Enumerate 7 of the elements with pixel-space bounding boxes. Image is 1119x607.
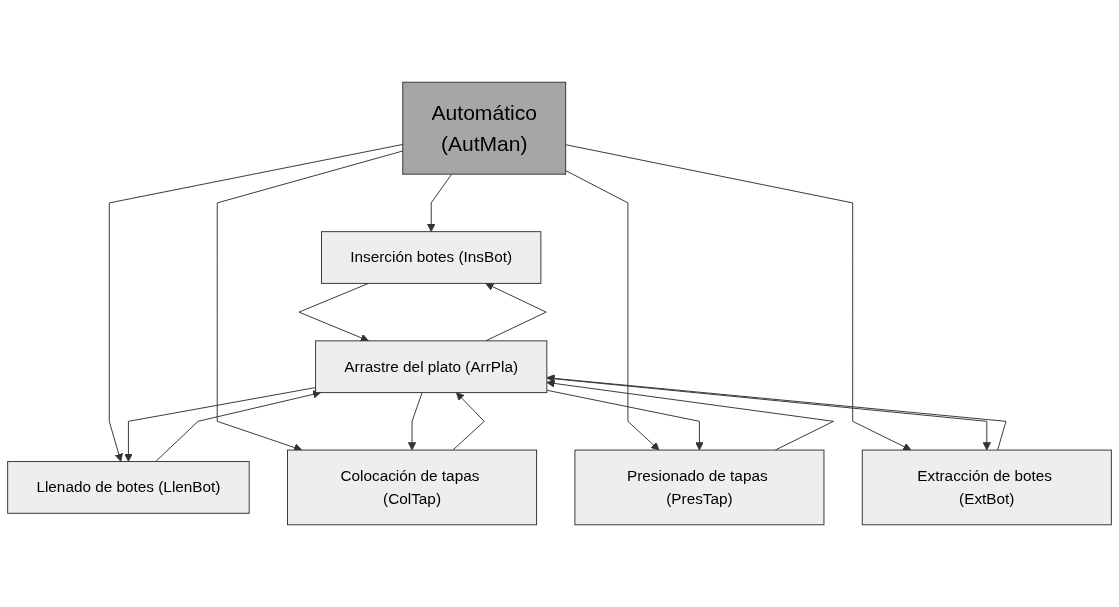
node-box: Presionado de tapas (PresTap) — [574, 449, 825, 526]
node-box: Llenado de botes (LlenBot) — [7, 461, 250, 514]
node-box: Colocación de tapas (ColTap) — [287, 449, 538, 526]
node-box: Extracción de botes (ExtBot) — [861, 449, 1112, 526]
node-box: Inserción botes (InsBot) — [321, 231, 542, 284]
node-box: Arrastre del plato (ArrPla) — [315, 340, 548, 394]
node-box: Automático (AutMan) — [402, 81, 567, 175]
